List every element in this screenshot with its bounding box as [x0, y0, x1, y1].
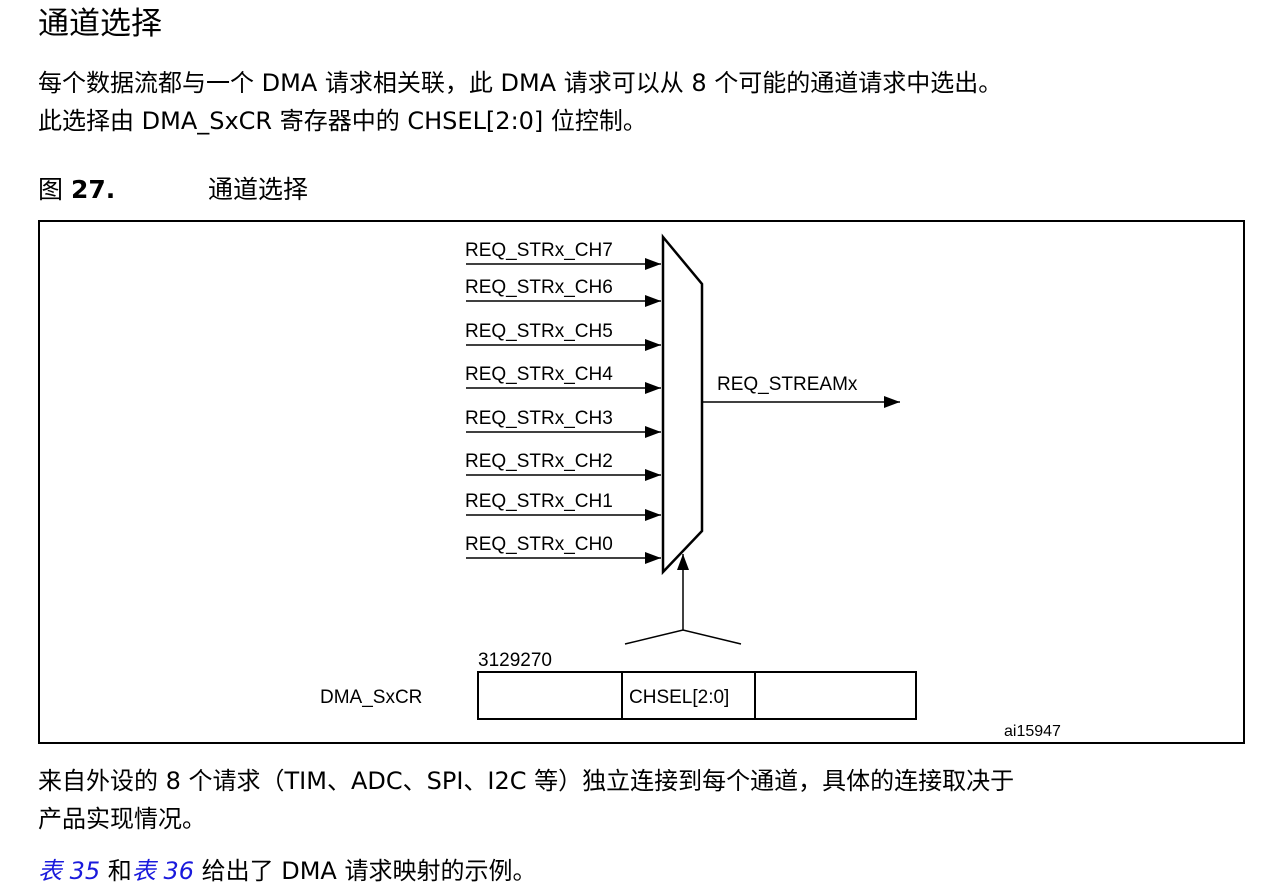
- input-label: REQ_STRx_CH5: [465, 321, 613, 342]
- input-label: REQ_STRx_CH3: [465, 408, 613, 429]
- register-name-label: DMA_SxCR: [320, 687, 422, 708]
- section-title: 通道选择: [38, 6, 162, 42]
- select-bus-fan: [624, 629, 742, 645]
- input-label: REQ_STRx_CH7: [465, 240, 613, 261]
- figure-number-prefix: 图: [38, 175, 64, 204]
- input-label: REQ_STRx_CH4: [465, 364, 613, 385]
- body-line-1: 来自外设的 8 个请求（TIM、ADC、SPI、I2C 等）独立连接到每个通道，…: [38, 767, 1015, 795]
- body-paragraph: 来自外设的 8 个请求（TIM、ADC、SPI、I2C 等）独立连接到每个通道，…: [38, 762, 1014, 838]
- figure-id-label: ai15947: [1004, 723, 1061, 740]
- multiplexer-shape: [661, 233, 704, 576]
- bit-positions-label: 3129270: [478, 650, 552, 671]
- body-line-2: 产品实现情况。: [38, 805, 206, 833]
- table-35-link[interactable]: 表 35: [38, 857, 101, 885]
- intro-line-2: 此选择由 DMA_SxCR 寄存器中的 CHSEL[2:0] 位控制。: [38, 107, 647, 135]
- table-36-link[interactable]: 表 36: [131, 857, 194, 885]
- channel-selection-diagram: REQ_STRx_CH7REQ_STRx_CH6REQ_STRx_CH5REQ_…: [320, 233, 1061, 740]
- input-lines: [466, 258, 661, 564]
- figure-caption: 图 27. 通道选择: [38, 172, 308, 208]
- chsel-field-label: CHSEL[2:0]: [629, 687, 729, 708]
- input-label: REQ_STRx_CH6: [465, 277, 613, 298]
- register-box: [477, 671, 917, 720]
- table-reference-paragraph: 表 35 和表 36 给出了 DMA 请求映射的示例。: [38, 852, 536, 890]
- figure-number: 27.: [70, 175, 116, 204]
- ref-tail-text: 给出了 DMA 请求映射的示例。: [193, 857, 537, 885]
- input-label: REQ_STRx_CH2: [465, 451, 613, 472]
- intro-paragraph: 每个数据流都与一个 DMA 请求相关联，此 DMA 请求可以从 8 个可能的通道…: [38, 64, 1002, 140]
- input-label: REQ_STRx_CH1: [465, 491, 613, 512]
- output-label: REQ_STREAMx: [717, 374, 858, 395]
- intro-line-1: 每个数据流都与一个 DMA 请求相关联，此 DMA 请求可以从 8 个可能的通道…: [38, 69, 1003, 97]
- input-label: REQ_STRx_CH0: [465, 534, 613, 555]
- input-labels: REQ_STRx_CH7REQ_STRx_CH6REQ_STRx_CH5REQ_…: [465, 240, 613, 555]
- figure-title: 通道选择: [208, 175, 309, 204]
- ref-connector-text: 和: [100, 857, 132, 885]
